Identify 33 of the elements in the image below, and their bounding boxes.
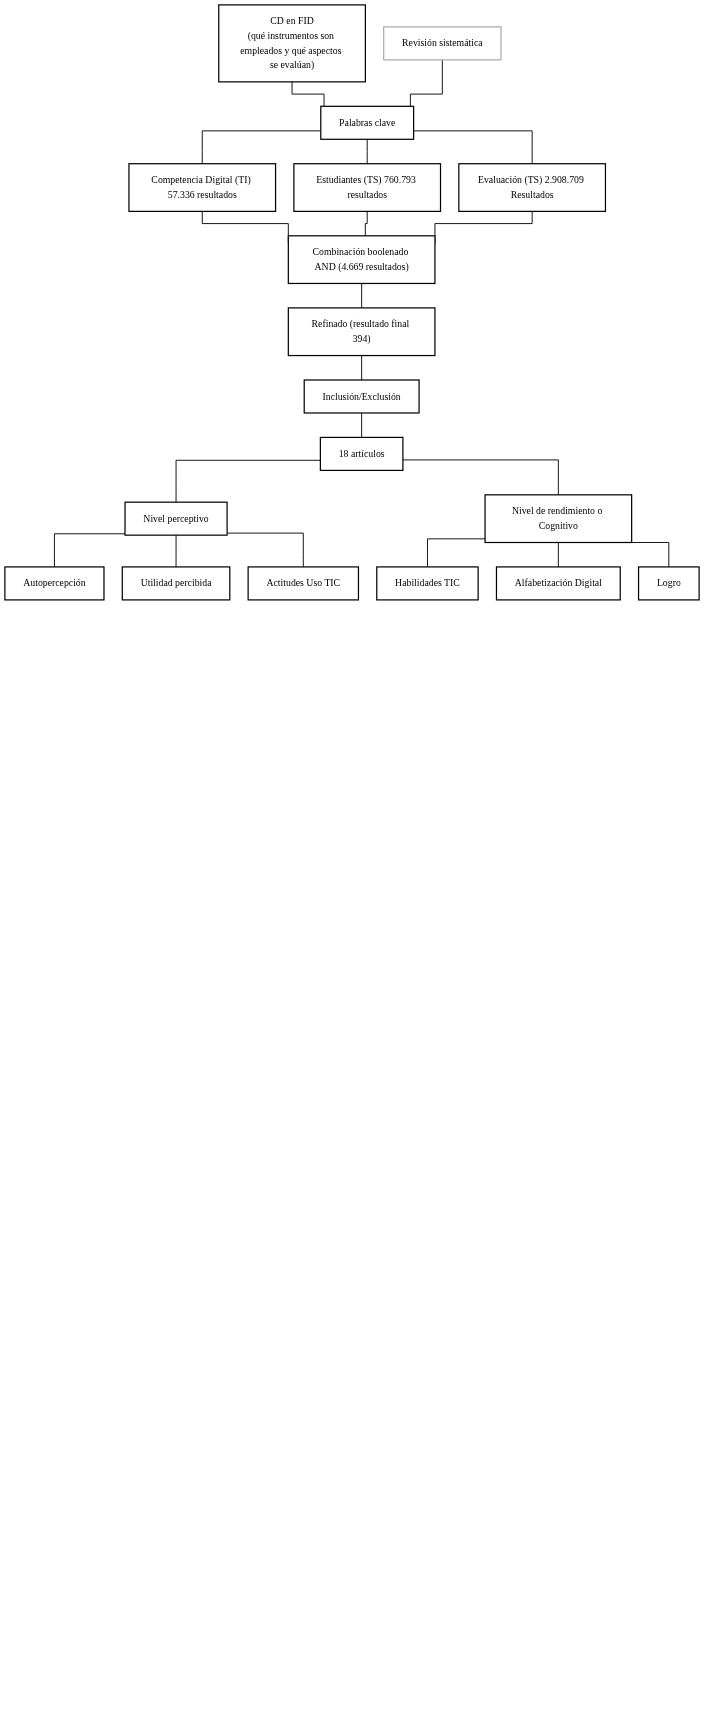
connector bbox=[361, 283, 363, 309]
connector bbox=[361, 412, 363, 438]
node-box: Refinado (resultado final 394) bbox=[287, 307, 436, 357]
node-box: Habilidades TIC bbox=[376, 566, 479, 601]
node-box: Evaluación (TS) 2.908.709 Resultados bbox=[458, 163, 607, 212]
node-box: Palabras clave bbox=[320, 105, 415, 140]
connector bbox=[427, 538, 486, 568]
connector bbox=[175, 459, 321, 503]
connector bbox=[364, 210, 368, 237]
connector bbox=[409, 59, 443, 107]
node-box: Combinación boolenado AND (4.669 resultados) bbox=[287, 235, 436, 285]
node-box: Utilidad percibida bbox=[121, 566, 231, 601]
node-box: Actitudes Uso TIC bbox=[247, 566, 360, 601]
node-box: Nivel de rendimiento o Cognitivo bbox=[484, 494, 633, 544]
connector bbox=[361, 355, 363, 381]
connector bbox=[291, 81, 325, 107]
connector bbox=[557, 542, 559, 568]
connector bbox=[413, 130, 533, 165]
node-box: Autopercepción bbox=[4, 566, 105, 601]
node-box: Alfabetización Digital bbox=[495, 566, 621, 601]
node-box: Competencia Digital (TI) 57.336 resultados bbox=[128, 163, 277, 212]
node-box: Revisión sistemática bbox=[383, 26, 502, 61]
node-box: Estudiantes (TS) 760.793 resultados bbox=[293, 163, 442, 212]
connector bbox=[53, 533, 126, 568]
connector bbox=[175, 534, 177, 568]
node-box: Nivel perceptivo bbox=[124, 501, 228, 536]
connector bbox=[630, 542, 670, 568]
connector bbox=[366, 138, 368, 165]
node-box: 18 artículos bbox=[319, 436, 404, 471]
node-box: CD en FID (qué instrumentos son empleados y qué aspectos se evalúan) bbox=[218, 4, 366, 83]
connector bbox=[402, 459, 559, 496]
node-box: Logro bbox=[637, 566, 700, 601]
node-box: Inclusión/Exclusión bbox=[303, 379, 420, 414]
